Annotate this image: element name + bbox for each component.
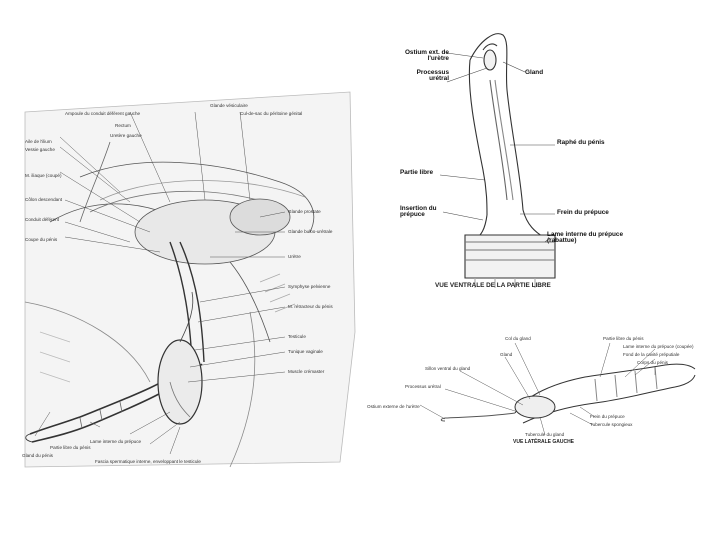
- label-raphe: Raphé du pénis: [557, 140, 605, 146]
- label-testicule: Testicule: [288, 335, 306, 340]
- label-cul-de-sac: Cul-de-sac du péritoine génital: [240, 112, 302, 117]
- label-gland-penis: Gland du pénis: [22, 454, 53, 459]
- label-gland-lat: Gland: [500, 353, 512, 358]
- label-aile-ilium: Aile de l'ilium: [25, 140, 52, 145]
- label-lame-interne: Lame interne du prépuce: [90, 440, 141, 445]
- top-right-anatomical-figure: Ostium ext. de l'urètre Processus urétra…: [395, 20, 645, 295]
- label-processus-uretral: Processus urétral: [403, 70, 449, 83]
- label-partie-libre-lat: Partie libre du pénis: [603, 337, 644, 342]
- label-frein-prepuce-lat: Frein du prépuce: [590, 415, 625, 420]
- label-uretre: Urètre: [288, 255, 301, 260]
- label-symphyse: Symphyse pelvienne: [288, 285, 330, 290]
- label-fond-cavite: Fond de la cavité préputiale: [623, 353, 679, 358]
- label-tubercule-gland: Tubercule du gland: [525, 433, 564, 438]
- label-coupe-penis-top: Coupe du pénis: [25, 238, 57, 243]
- label-uretere: Uretère gauche: [110, 134, 142, 139]
- label-tubercule-spongieux: Tubercule spongieux: [590, 423, 632, 428]
- label-partie-libre-top: Partie libre: [400, 170, 433, 176]
- label-vessie: Vessie gauche: [25, 148, 55, 153]
- label-gland: Gland: [525, 70, 543, 76]
- label-ostium-externe: Ostium externe de l'urètre: [367, 405, 420, 410]
- label-lame-interne-top: Lame interne du prépuce (rabattue): [547, 232, 637, 245]
- label-col-gland: Col du gland: [505, 337, 531, 342]
- label-conduit-deferent: Conduit déférent: [25, 218, 59, 223]
- left-figure-drawing: [20, 82, 360, 477]
- label-fascia: Fascia spermatique interne, enveloppant …: [95, 460, 201, 465]
- label-m-iliaque: M. iliaque (coupé): [25, 174, 62, 179]
- label-ostium-ext: Ostium ext. de l'urètre: [403, 50, 449, 63]
- label-tunique-vaginale: Tunique vaginale: [288, 350, 323, 355]
- left-anatomical-figure: Glande vésiculaire Cul-de-sac du péritoi…: [20, 82, 360, 477]
- label-cremaster: Muscle crémaster: [288, 370, 324, 375]
- label-insertion-prepuce: Insertion du prépuce: [400, 206, 444, 219]
- caption-ventral-view: VUE VENTRALE DE LA PARTIE LIBRE: [435, 282, 551, 289]
- label-corps-penis: Corps du pénis: [637, 361, 668, 366]
- label-frein-prepuce: Frein du prépuce: [557, 210, 609, 216]
- label-processus-uretral-lat: Processus urétral: [405, 385, 441, 390]
- label-retracteur: M. rétracteur du pénis: [288, 305, 333, 310]
- caption-lateral-view: VUE LATÉRALE GAUCHE: [513, 439, 574, 445]
- bottom-right-anatomical-figure: Col du gland Gland Partie libre du pénis…: [365, 335, 700, 445]
- label-partie-libre: Partie libre du pénis: [50, 446, 91, 451]
- label-sillon-ventral: Sillon ventral du gland: [425, 367, 470, 372]
- label-rectum: Rectum: [115, 124, 131, 129]
- label-lame-interne-lat: Lame interne du prépuce (coupée): [623, 345, 693, 350]
- label-bulbo-uretrale: Glande bulbo-urétrale: [288, 230, 332, 235]
- label-colon: Côlon descendant: [25, 198, 62, 203]
- label-glande-vesiculaire: Glande vésiculaire: [210, 104, 248, 109]
- label-prostate: Glande prostate: [288, 210, 321, 215]
- label-ampoule: Ampoule du conduit déférent gauche: [65, 112, 140, 117]
